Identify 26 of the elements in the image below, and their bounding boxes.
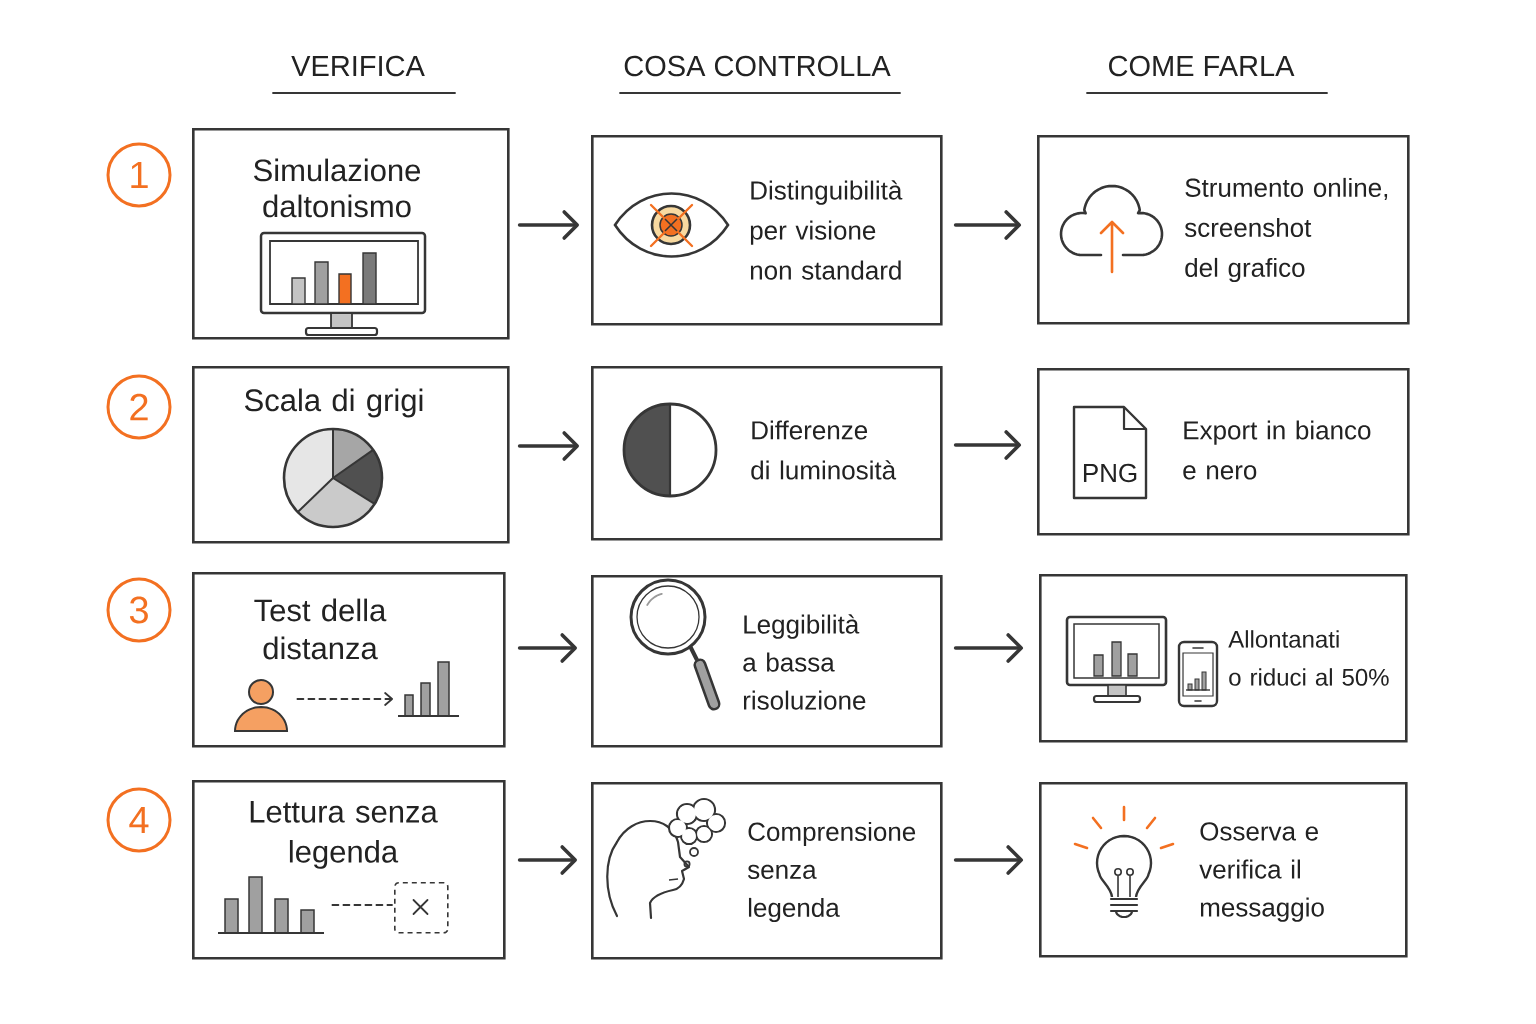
column-heading: COSA CONTROLLA bbox=[624, 55, 891, 77]
arrow bbox=[953, 430, 1021, 460]
step-box: Simulazione daltonismo bbox=[192, 128, 510, 340]
arrow bbox=[517, 845, 577, 875]
arrow bbox=[517, 210, 579, 240]
step-box: Test della distanza bbox=[192, 572, 506, 748]
arrow bbox=[517, 431, 579, 461]
arrow bbox=[953, 845, 1023, 875]
arrow bbox=[517, 633, 577, 663]
bar-chart-icon bbox=[398, 661, 459, 718]
dashed-line bbox=[331, 904, 393, 906]
step-box: Differenze di luminosità bbox=[591, 366, 943, 541]
step-box: Leggibilità a bassa risoluzione bbox=[591, 575, 943, 748]
arrow bbox=[953, 210, 1021, 240]
bar-chart-icon bbox=[218, 876, 324, 935]
step-box: Strumento online, screenshot del grafico bbox=[1037, 135, 1410, 325]
column-heading: COME FARLA bbox=[1109, 55, 1295, 77]
column-heading: VERIFICA bbox=[291, 55, 425, 77]
arrow bbox=[953, 633, 1023, 663]
step-box: Comprensione senza legenda bbox=[591, 782, 943, 960]
step-box: Scala di grigi bbox=[192, 366, 510, 544]
step-box: Osserva e verifica il messaggio bbox=[1039, 782, 1408, 958]
step-box: Distinguibilità per visione non standard bbox=[591, 135, 943, 326]
step-box: Allontanati o riduci al 50% bbox=[1039, 574, 1408, 743]
dashed-arrow bbox=[296, 692, 393, 706]
step-box: Lettura senza legenda bbox=[192, 780, 506, 960]
